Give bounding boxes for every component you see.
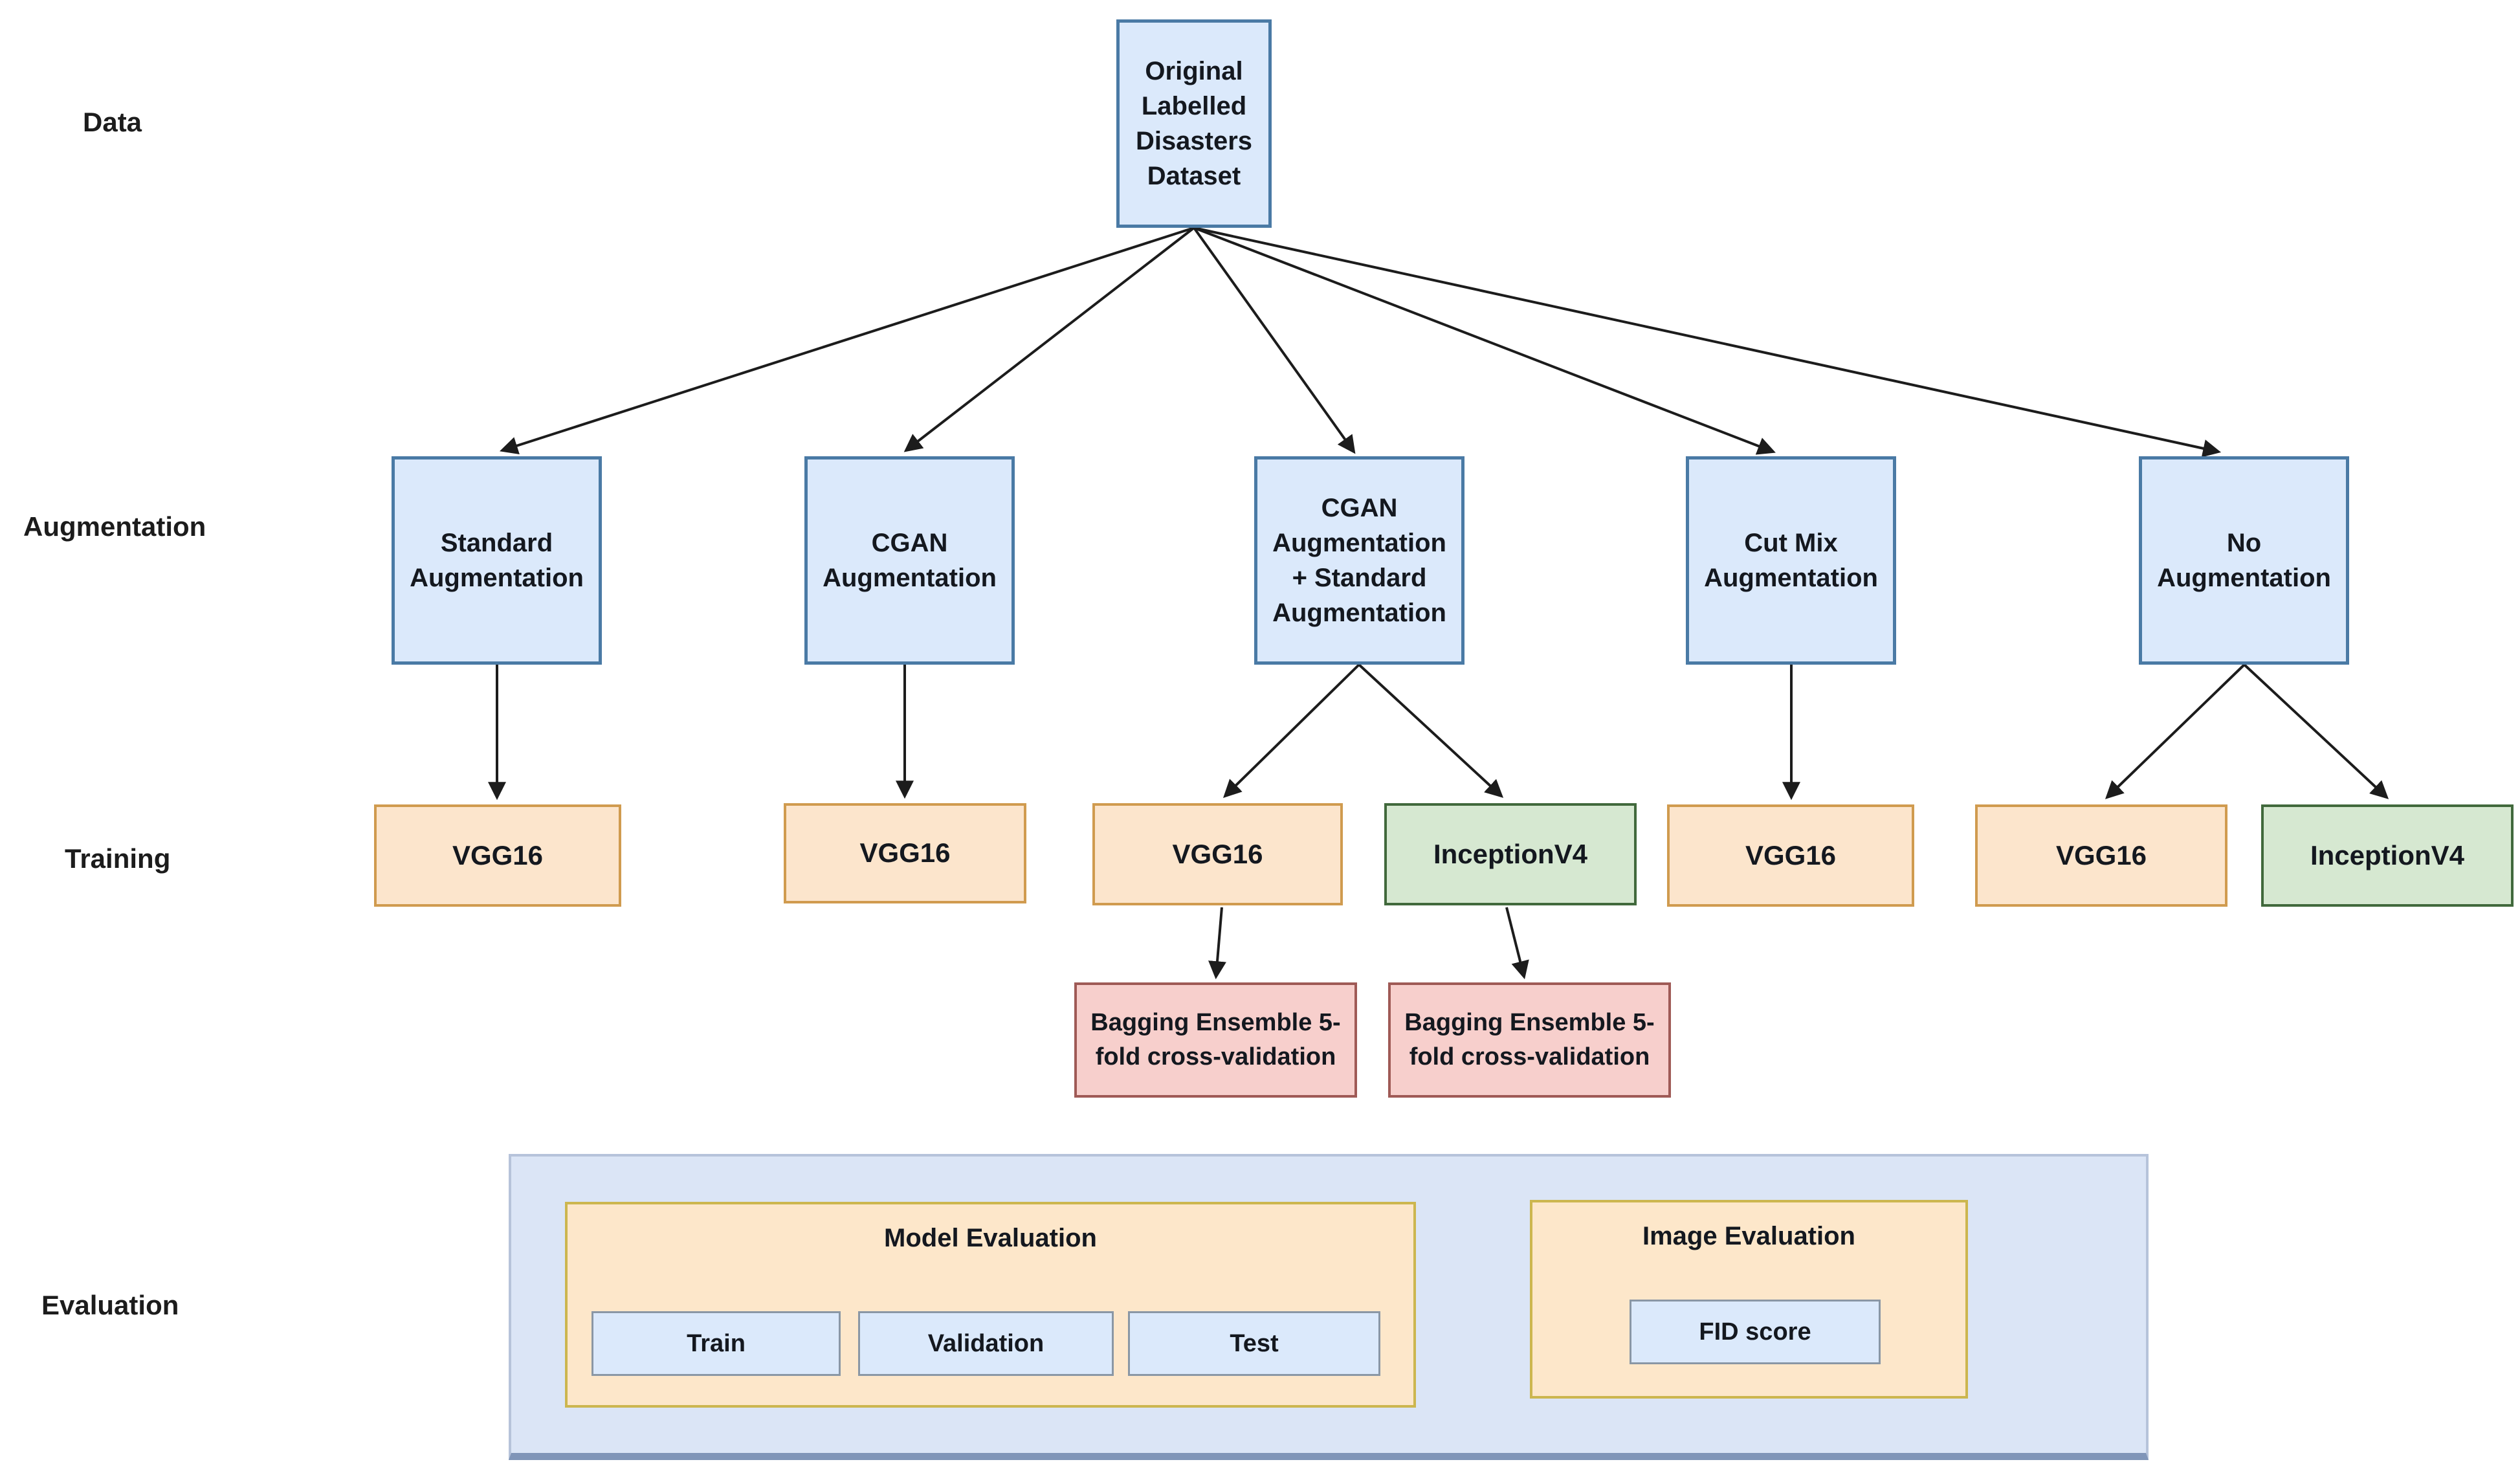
node-original-dataset: Original Labelled Disasters Dataset: [1116, 19, 1272, 228]
node-vgg16-cgan: VGG16: [784, 803, 1026, 903]
node-standard-augmentation: Standard Augmentation: [392, 456, 602, 665]
evaluation-container: Model Evaluation Train Validation Test I…: [509, 1154, 2149, 1460]
node-cgan-augmentation: CGAN Augmentation: [804, 456, 1015, 665]
node-cutmix-augmentation: Cut Mix Augmentation: [1686, 456, 1896, 665]
row-label-augmentation: Augmentation: [23, 511, 206, 542]
image-evaluation-title: Image Evaluation: [1642, 1222, 1855, 1250]
model-evaluation-test-box: Test: [1128, 1311, 1380, 1376]
model-evaluation-validation-box: Validation: [858, 1311, 1114, 1376]
node-bagging-ensemble-vgg16: Bagging Ensemble 5-fold cross-validation: [1074, 982, 1357, 1098]
node-vgg16-cgan-standard: VGG16: [1092, 803, 1343, 905]
node-inceptionv4-cgan-standard: InceptionV4: [1384, 803, 1637, 905]
row-label-training: Training: [65, 843, 171, 874]
model-evaluation-title: Model Evaluation: [884, 1224, 1097, 1252]
model-evaluation-group: Model Evaluation Train Validation Test: [565, 1202, 1416, 1408]
row-label-evaluation: Evaluation: [41, 1290, 179, 1320]
image-evaluation-fid-box: FID score: [1630, 1300, 1881, 1364]
node-inceptionv4-no-augmentation: InceptionV4: [2261, 804, 2514, 907]
node-vgg16-standard: VGG16: [374, 804, 621, 907]
row-label-data: Data: [83, 107, 142, 137]
node-no-augmentation: No Augmentation: [2139, 456, 2349, 665]
node-vgg16-no-augmentation: VGG16: [1975, 804, 2227, 907]
node-bagging-ensemble-inceptionv4: Bagging Ensemble 5-fold cross-validation: [1388, 982, 1671, 1098]
node-vgg16-cutmix: VGG16: [1667, 804, 1914, 907]
image-evaluation-group: Image Evaluation FID score: [1530, 1200, 1968, 1399]
model-evaluation-train-box: Train: [591, 1311, 841, 1376]
node-cgan-plus-standard-augmentation: CGAN Augmentation + Standard Augmentatio…: [1254, 456, 1464, 665]
